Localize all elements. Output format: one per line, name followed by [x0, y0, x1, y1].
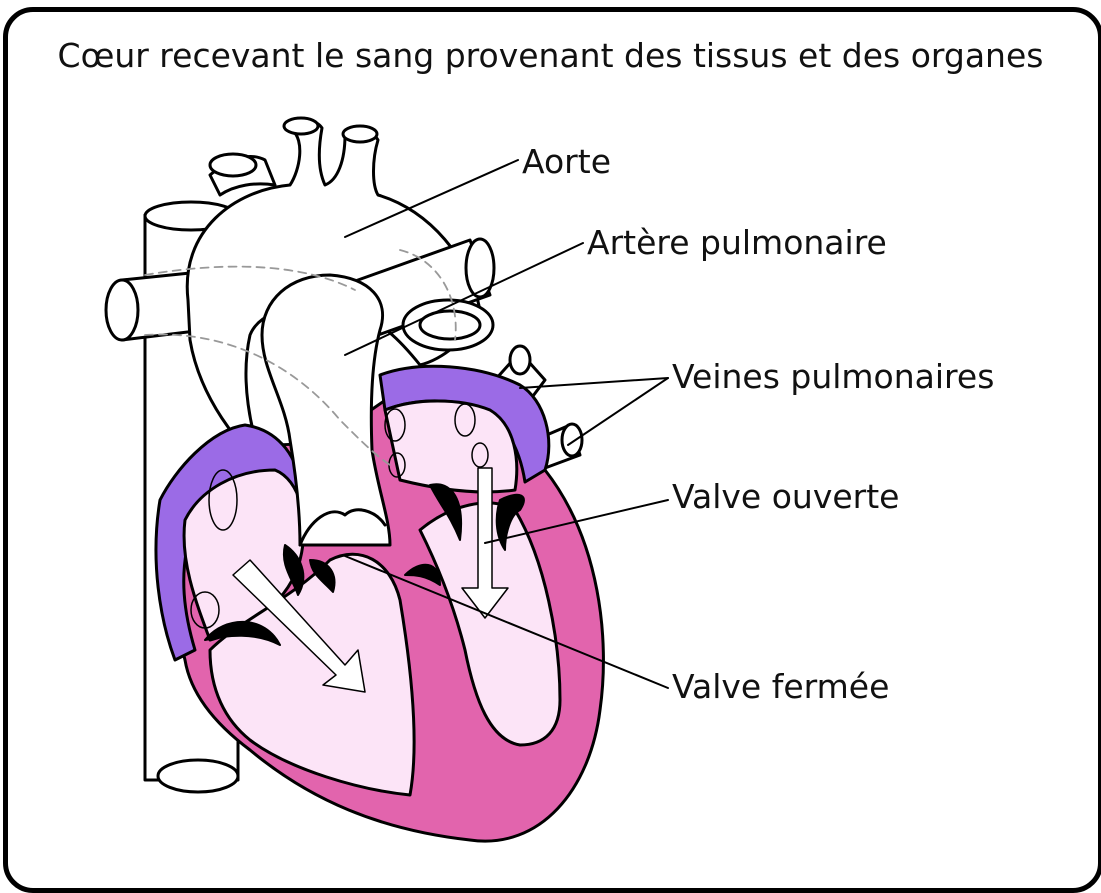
leader-veines-pulmonaires-bottom: [568, 378, 668, 445]
label-valve-ouverte: Valve ouverte: [672, 477, 899, 516]
label-artere-pulmonaire: Artère pulmonaire: [587, 223, 887, 262]
label-aorte: Aorte: [522, 142, 611, 181]
label-valve-fermee: Valve fermée: [672, 667, 889, 706]
label-veines-pulmonaires: Veines pulmonaires: [672, 357, 994, 396]
left-atrium-chamber: [385, 401, 517, 492]
